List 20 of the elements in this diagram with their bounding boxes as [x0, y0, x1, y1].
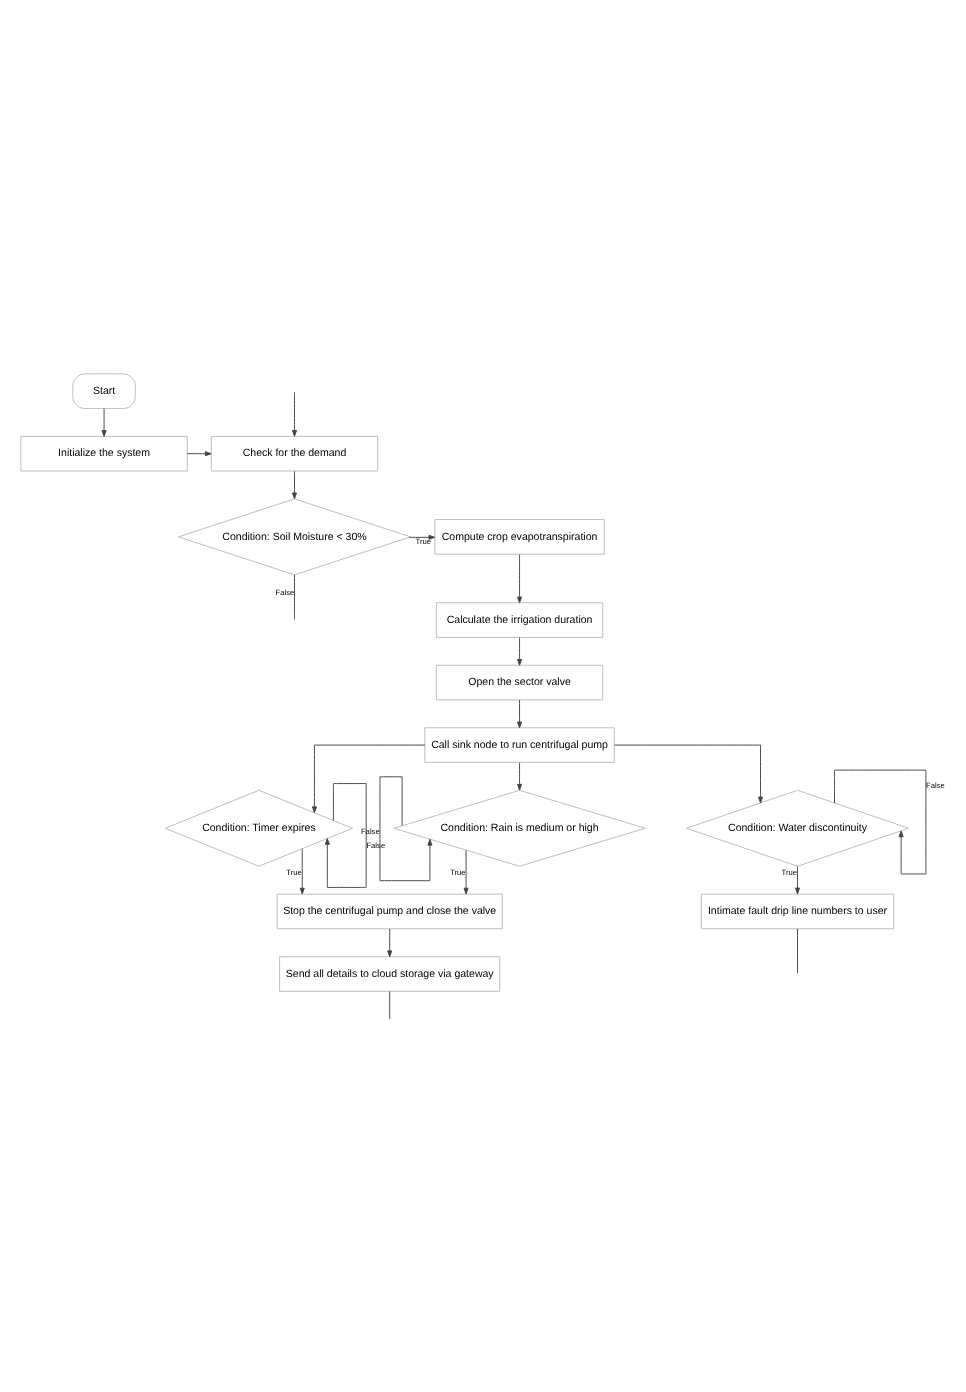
- arrow: [299, 847, 305, 894]
- arrow: [324, 782, 367, 887]
- arrow: [517, 636, 523, 665]
- arrow: [517, 761, 523, 790]
- arrow: [463, 848, 469, 894]
- arrow: [795, 865, 800, 894]
- arrow: [186, 450, 212, 456]
- arrow: [613, 743, 763, 803]
- arrow: [379, 775, 433, 881]
- arrow: [292, 469, 297, 499]
- arrow: [387, 927, 393, 957]
- connector: [797, 927, 798, 973]
- arrow: [292, 390, 297, 436]
- arrow: [408, 533, 436, 539]
- arrow: [517, 553, 523, 603]
- arrow: [311, 743, 426, 813]
- connector: [294, 573, 295, 619]
- arrow: [101, 407, 107, 436]
- arrow: [517, 698, 523, 728]
- connector: [389, 990, 391, 1019]
